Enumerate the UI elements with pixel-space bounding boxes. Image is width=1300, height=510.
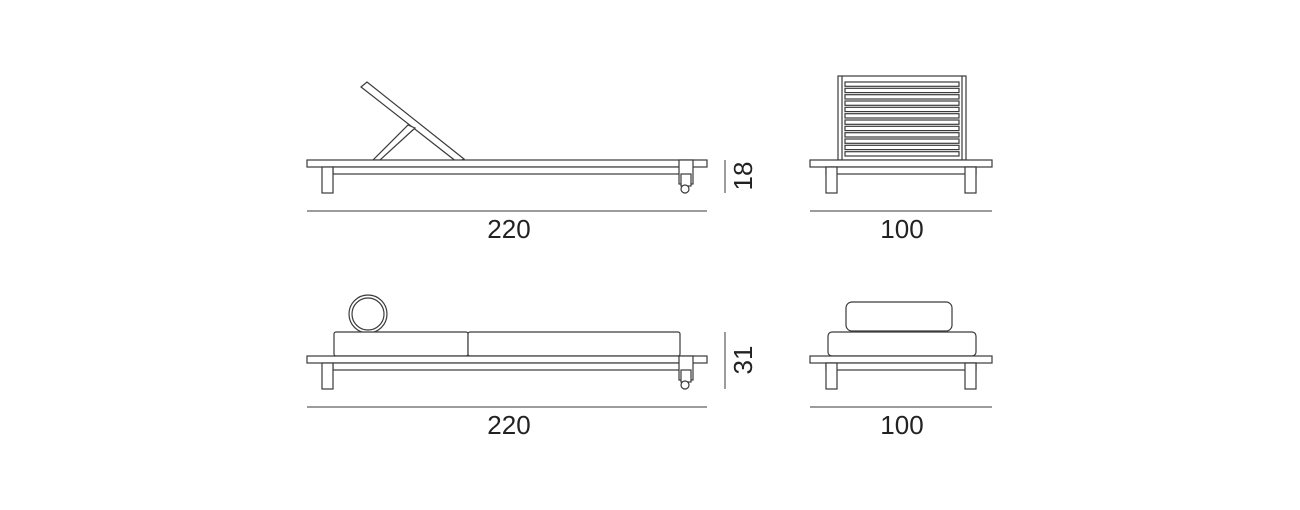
leg <box>321 362 334 390</box>
frame-rail <box>825 362 977 371</box>
leg <box>825 166 838 194</box>
backrest-slats <box>844 81 960 157</box>
cushion <box>467 331 681 357</box>
pillow <box>845 301 953 332</box>
width-dimension-label: 220 <box>487 410 530 440</box>
backrest-slat <box>844 87 960 94</box>
leg <box>680 369 692 383</box>
frame-plank <box>809 355 993 364</box>
height-dimension-label: 18 <box>728 162 758 191</box>
frame-plank <box>809 159 993 168</box>
cushion <box>333 331 469 357</box>
backrest-slat <box>844 81 960 87</box>
frame-rail <box>332 362 682 371</box>
height-dimension-label: 31 <box>728 346 758 375</box>
backrest-slat <box>844 144 960 151</box>
daybed-side-view: 220 31 <box>306 294 758 440</box>
wheel-icon <box>680 184 690 194</box>
width-dimension-label: 100 <box>880 410 923 440</box>
frame-plank <box>306 159 708 168</box>
backrest-strut <box>371 124 417 161</box>
backrest-slat <box>844 100 960 106</box>
leg <box>680 173 692 187</box>
wheel-icon <box>680 380 690 390</box>
width-dimension-label: 220 <box>487 214 530 244</box>
bolster-pillow <box>348 294 388 334</box>
leg <box>825 362 838 390</box>
leg <box>964 166 977 194</box>
backrest-slat <box>844 113 960 119</box>
lounger-front-view: 100 <box>809 75 993 244</box>
frame-plank <box>306 355 708 364</box>
backrest-slat <box>844 125 960 132</box>
backrest-slat <box>844 94 960 100</box>
frame-rail <box>332 166 682 175</box>
bolster-pillow-inner <box>351 297 385 331</box>
leg <box>321 166 334 194</box>
backrest-slat <box>844 119 960 125</box>
backrest <box>360 81 466 163</box>
width-dimension-label: 100 <box>880 214 923 244</box>
backrest-slat <box>844 106 960 113</box>
lounger-side-view: 220 18 <box>306 81 758 244</box>
backrest-slat <box>844 138 960 144</box>
backrest-slat <box>844 132 960 138</box>
cushion <box>827 331 977 357</box>
leg <box>964 362 977 390</box>
frame-rail <box>825 166 977 175</box>
daybed-front-view: 100 <box>809 301 993 440</box>
backrest-slat <box>844 151 960 157</box>
